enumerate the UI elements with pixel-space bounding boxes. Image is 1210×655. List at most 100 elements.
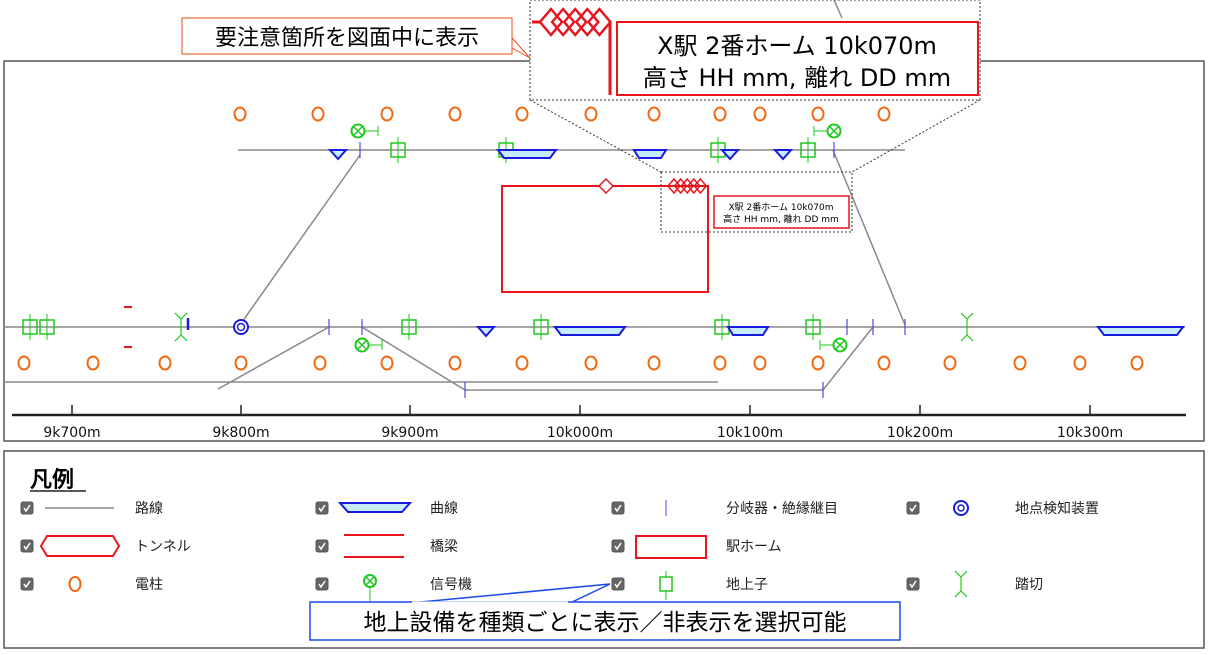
callout-large-box[interactable] bbox=[616, 21, 979, 96]
pole-icon[interactable] bbox=[515, 355, 529, 371]
ground-coil-icon[interactable] bbox=[533, 314, 549, 340]
legend-checkbox[interactable] bbox=[906, 577, 920, 591]
caution-diamond-icon[interactable] bbox=[538, 7, 564, 37]
pole-icon[interactable] bbox=[515, 106, 529, 122]
pole-icon[interactable] bbox=[753, 106, 767, 122]
legend-checkbox[interactable] bbox=[20, 577, 34, 591]
ground-coil-icon[interactable] bbox=[39, 314, 55, 340]
curve-icon[interactable] bbox=[496, 149, 558, 159]
checkbox-box[interactable] bbox=[315, 577, 329, 591]
legend-item-0[interactable]: 路線 bbox=[20, 501, 163, 517]
ground-coil-icon[interactable] bbox=[22, 314, 38, 340]
ground-coil-icon[interactable] bbox=[390, 137, 406, 163]
pole-icon[interactable] bbox=[448, 355, 462, 371]
pole-icon[interactable] bbox=[380, 106, 394, 122]
level-crossing-icon[interactable] bbox=[960, 312, 974, 342]
caution-diamond-icon[interactable] bbox=[550, 7, 576, 37]
legend-checkbox[interactable] bbox=[315, 577, 329, 591]
legend-item-4[interactable]: トンネル bbox=[20, 535, 191, 557]
signal-icon[interactable] bbox=[819, 337, 848, 353]
caution-diamond-icon[interactable] bbox=[574, 7, 600, 37]
checkbox-box[interactable] bbox=[906, 577, 920, 591]
pole-icon[interactable] bbox=[311, 106, 325, 122]
caution-diamond-icon[interactable] bbox=[693, 177, 708, 195]
curve-icon[interactable] bbox=[553, 326, 627, 336]
point-detector-icon[interactable] bbox=[233, 319, 249, 335]
pole-icon[interactable] bbox=[877, 355, 891, 371]
callout-small-box[interactable] bbox=[713, 195, 850, 229]
checkbox-box[interactable] bbox=[315, 539, 329, 553]
pole-icon[interactable] bbox=[943, 355, 957, 371]
pole-icon[interactable] bbox=[584, 355, 598, 371]
pole-icon[interactable] bbox=[313, 355, 327, 371]
ground-coil-icon[interactable] bbox=[805, 314, 821, 340]
pole-icon[interactable] bbox=[86, 355, 100, 371]
pole-icon[interactable] bbox=[584, 106, 598, 122]
pole-icon[interactable] bbox=[1073, 355, 1087, 371]
track-line[interactable] bbox=[217, 326, 330, 390]
legend-item-8[interactable]: 信号機 bbox=[315, 574, 472, 606]
pole-icon[interactable] bbox=[233, 106, 247, 122]
signal-icon[interactable] bbox=[354, 337, 383, 353]
pole-icon[interactable] bbox=[1013, 355, 1027, 371]
track-line[interactable] bbox=[241, 154, 361, 323]
legend-item-2[interactable]: 分岐器・絶縁継目 bbox=[611, 500, 838, 517]
legend-checkbox[interactable] bbox=[20, 501, 34, 515]
pole-icon[interactable] bbox=[158, 355, 172, 371]
track-line[interactable] bbox=[361, 326, 466, 391]
ground-coil-icon[interactable] bbox=[800, 137, 816, 163]
checkbox-box[interactable] bbox=[906, 501, 920, 515]
pole-icon[interactable] bbox=[877, 106, 891, 122]
legend-item-9[interactable]: 地上子 bbox=[611, 571, 768, 600]
curve-icon[interactable] bbox=[632, 149, 668, 159]
curve-icon[interactable] bbox=[1096, 326, 1185, 336]
curve-icon[interactable] bbox=[719, 149, 741, 161]
curve-icon[interactable] bbox=[475, 326, 497, 338]
legend-item-5[interactable]: 橋梁 bbox=[315, 534, 458, 558]
caution-diamond-icon[interactable] bbox=[667, 177, 681, 195]
legend-checkbox[interactable] bbox=[611, 501, 625, 515]
caution-diamond-icon[interactable] bbox=[562, 7, 588, 37]
pole-icon[interactable] bbox=[380, 355, 394, 371]
curve-icon[interactable] bbox=[772, 149, 794, 161]
curve-icon[interactable] bbox=[726, 326, 770, 336]
legend-checkbox[interactable] bbox=[611, 577, 625, 591]
pole-icon[interactable] bbox=[753, 355, 767, 371]
track-line[interactable] bbox=[822, 326, 874, 391]
caution-diamond-icon[interactable] bbox=[686, 177, 701, 195]
legend-checkbox[interactable] bbox=[20, 539, 34, 553]
track-line[interactable] bbox=[832, 149, 906, 326]
pole-icon[interactable] bbox=[811, 106, 825, 122]
checkbox-box[interactable] bbox=[20, 501, 34, 515]
pole-icon[interactable] bbox=[234, 355, 248, 371]
level-crossing-icon[interactable] bbox=[174, 312, 188, 342]
legend-checkbox[interactable] bbox=[315, 539, 329, 553]
legend-item-3[interactable]: 地点検知装置 bbox=[906, 500, 1099, 517]
legend-checkbox[interactable] bbox=[906, 501, 920, 515]
legend-item-1[interactable]: 曲線 bbox=[315, 501, 458, 517]
legend-checkbox[interactable] bbox=[611, 539, 625, 553]
ground-coil-icon[interactable] bbox=[401, 314, 417, 340]
caution-diamond-icon[interactable] bbox=[673, 177, 688, 195]
checkbox-box[interactable] bbox=[611, 539, 625, 553]
legend-item-10[interactable]: 踏切 bbox=[906, 570, 1043, 598]
pole-icon[interactable] bbox=[713, 355, 727, 371]
curve-icon[interactable] bbox=[327, 149, 349, 161]
checkbox-box[interactable] bbox=[20, 577, 34, 591]
checkbox-box[interactable] bbox=[611, 501, 625, 515]
signal-icon[interactable] bbox=[813, 123, 842, 139]
pole-icon[interactable] bbox=[1130, 355, 1144, 371]
pole-icon[interactable] bbox=[811, 355, 825, 371]
pole-icon[interactable] bbox=[713, 106, 727, 122]
pole-icon[interactable] bbox=[17, 355, 31, 371]
pole-icon[interactable] bbox=[647, 106, 661, 122]
checkbox-box[interactable] bbox=[315, 501, 329, 515]
legend-checkbox[interactable] bbox=[315, 501, 329, 515]
caution-diamond-icon[interactable] bbox=[680, 177, 695, 195]
signal-icon[interactable] bbox=[350, 123, 379, 139]
pole-icon[interactable] bbox=[448, 106, 462, 122]
legend-item-7[interactable]: 電柱 bbox=[20, 576, 163, 593]
checkbox-box[interactable] bbox=[20, 539, 34, 553]
legend-item-6[interactable]: 駅ホーム bbox=[611, 535, 782, 559]
pole-icon[interactable] bbox=[647, 355, 661, 371]
